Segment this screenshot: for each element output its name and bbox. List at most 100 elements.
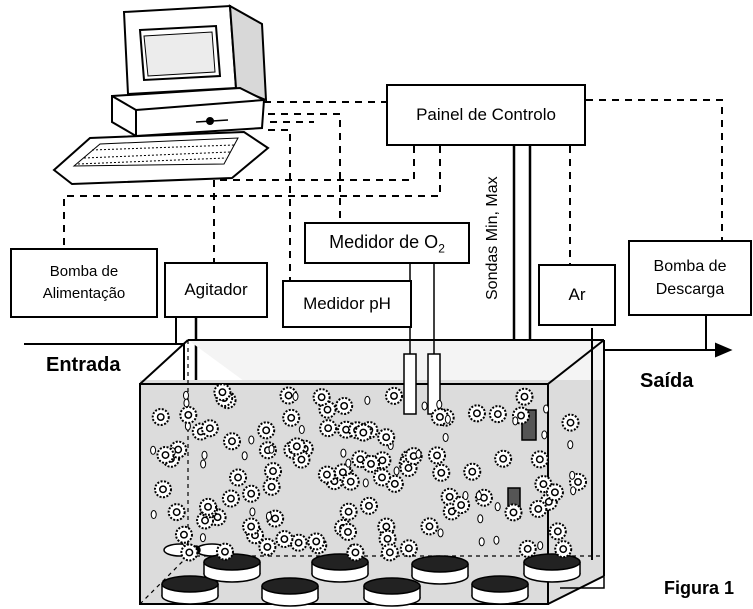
biomass-floc: [373, 468, 392, 487]
air-bubble: [265, 511, 272, 521]
biomass-floc: [529, 499, 548, 518]
air-bubble: [150, 445, 157, 455]
biomass-floc: [361, 454, 380, 473]
biomass-floc: [282, 408, 301, 427]
air-bubble: [241, 451, 248, 461]
biomass-floc: [399, 458, 418, 477]
biomass-floc: [221, 489, 240, 508]
air-diffusers: [161, 553, 581, 607]
air-bubble: [345, 458, 352, 468]
biomass-floc: [428, 446, 447, 465]
biomass-floc: [338, 522, 357, 541]
biomass-floc: [242, 517, 261, 536]
biomass-floc: [279, 386, 298, 405]
biomass-floc: [384, 386, 403, 405]
biomass-floc: [373, 451, 392, 470]
air-bubble: [200, 459, 207, 469]
air-bubble: [415, 449, 422, 459]
biomass-floc: [467, 404, 486, 423]
air-bubble: [570, 486, 577, 496]
biomass-floc: [275, 530, 294, 549]
biomass-floc: [215, 542, 234, 561]
biomass-floc: [264, 462, 283, 481]
biomass-floc: [257, 421, 276, 440]
air-bubble: [150, 510, 157, 520]
diffuser: [261, 577, 319, 607]
air-bubble: [421, 401, 428, 411]
biomass-floc: [258, 537, 277, 556]
control-panel-label: Painel de Controlo: [416, 104, 556, 124]
biomass-floc: [504, 503, 523, 522]
biomass-floc: [319, 419, 338, 438]
biomass-floc: [289, 533, 308, 552]
biomass-floc: [554, 540, 573, 559]
biomass-floc: [307, 532, 326, 551]
biomass-floc: [174, 525, 193, 544]
biomass-floc: [200, 419, 219, 438]
biomass-floc: [262, 477, 281, 496]
biomass-floc: [377, 428, 396, 447]
air-bubble: [462, 491, 469, 501]
biomass-floc: [339, 502, 358, 521]
biomass-floc: [229, 468, 248, 487]
level-probes-label: Sondas Min, Max: [484, 176, 501, 300]
agitator-box: Agitador: [164, 262, 268, 318]
discharge-pump-label-line1: Bomba de: [653, 257, 727, 275]
ph-probe: [427, 262, 441, 415]
o2-meter-box: Medidor de O2: [304, 222, 470, 264]
signal-lines: [63, 99, 723, 280]
air-bubble: [567, 440, 574, 450]
biomass-floc: [341, 472, 360, 491]
biomass-floc: [515, 387, 534, 406]
biomass-floc: [561, 413, 580, 432]
diffuser: [471, 575, 529, 605]
air-bubble: [298, 425, 305, 435]
diffuser: [203, 553, 261, 583]
biomass-floc: [432, 463, 451, 482]
air-label: Ar: [568, 284, 586, 304]
air-bubble: [442, 432, 449, 442]
biomass-floc: [530, 450, 549, 469]
o2-meter-text: Medidor de O: [329, 231, 439, 252]
air-bubble: [541, 430, 548, 440]
biomass-floc: [346, 543, 365, 562]
air-bubble: [444, 414, 451, 424]
ph-meter-label: Medidor pH: [303, 293, 391, 313]
diffuser: [523, 553, 581, 583]
o2-meter-label: Medidor de O2: [329, 229, 445, 258]
air-bubble: [437, 528, 444, 538]
inlet-label: Entrada: [46, 354, 121, 376]
biomass-floc: [156, 446, 175, 465]
biomass-floc: [359, 496, 378, 515]
liquid-volume: [140, 380, 604, 604]
air-bubble: [182, 390, 189, 400]
biomass-floc: [420, 517, 439, 536]
biomass-floc: [180, 543, 199, 562]
biomass-floc: [312, 388, 331, 407]
biomass-floc: [317, 465, 336, 484]
biomass-floc: [287, 437, 306, 456]
computer-icon: [52, 4, 270, 186]
biomass-floc: [179, 405, 198, 424]
diffuser: [311, 553, 369, 583]
air-bubble: [340, 448, 347, 458]
o2-subscript: 2: [438, 241, 445, 256]
air-bubble: [512, 416, 519, 426]
air-bubble: [436, 399, 443, 409]
biomass-particles: [150, 383, 588, 562]
biomass-floc: [153, 480, 172, 499]
control-panel-box: Painel de Controlo: [386, 84, 586, 146]
biomass-floc: [548, 522, 567, 541]
biomass-floc: [380, 543, 399, 562]
discharge-pump-box: Bomba de Descarga: [628, 240, 752, 316]
air-bubble: [248, 435, 255, 445]
air-bubble: [493, 535, 500, 545]
biomass-floc: [494, 449, 513, 468]
air-box: Ar: [538, 264, 616, 326]
air-bubble: [268, 444, 275, 454]
air-bubble: [475, 491, 482, 501]
biomass-floc: [222, 432, 241, 451]
biomass-floc: [463, 462, 482, 481]
air-bubble: [199, 533, 206, 543]
